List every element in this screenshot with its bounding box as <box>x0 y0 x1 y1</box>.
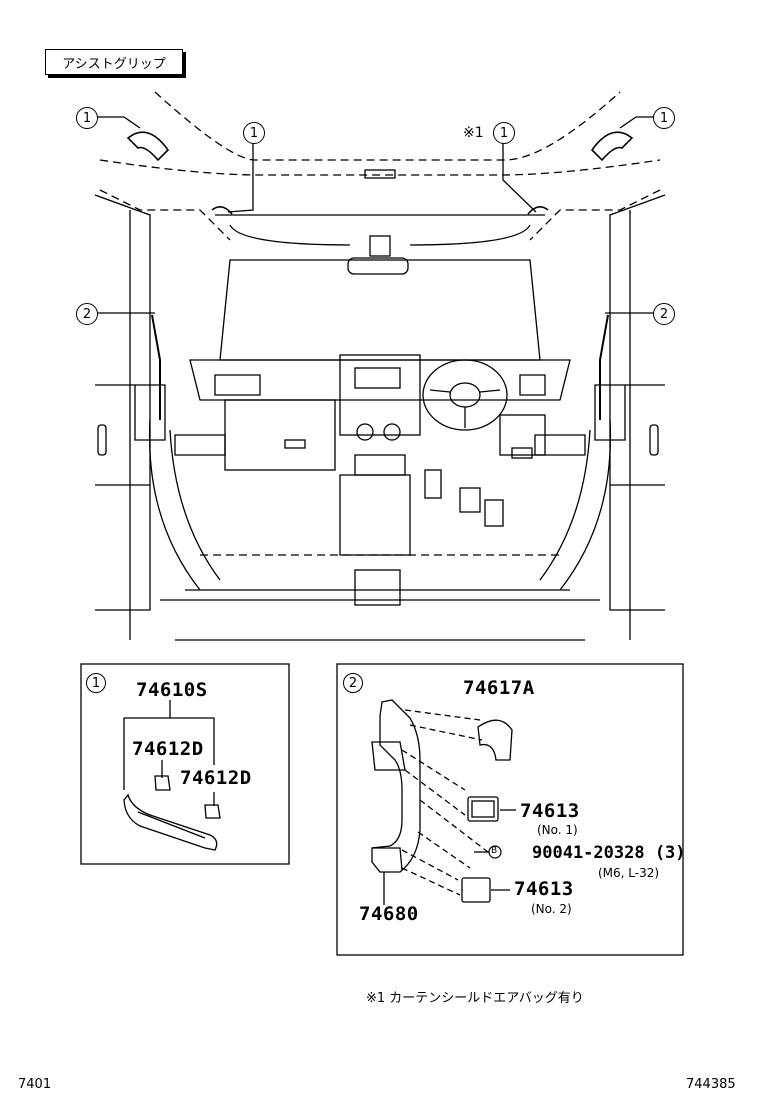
bolt-callout-circle <box>488 845 502 859</box>
callout-1-right-roof: 1 <box>653 107 675 129</box>
callout-1-left-pillar: 1 <box>243 122 265 144</box>
footer-right-code: 744385 <box>686 1077 736 1092</box>
part-74612D-upper: 74612D <box>132 738 204 760</box>
part-74613-no2-sub: (No. 2) <box>531 902 572 916</box>
part-90041-20328: 90041-20328 (3) <box>532 843 686 863</box>
bolt-spec: (M6, L-32) <box>598 866 660 880</box>
detail-box-2-frame <box>336 663 684 956</box>
part-74613-no1-sub: (No. 1) <box>537 823 578 837</box>
box1-label: 1 <box>86 673 106 693</box>
callout-1-left-roof: 1 <box>76 107 98 129</box>
callout-2-right: 2 <box>653 303 675 325</box>
detail-box-1-frame <box>80 663 290 865</box>
box2-label: 2 <box>343 673 363 693</box>
part-74613-no2: 74613 <box>514 878 574 900</box>
part-74613-no1: 74613 <box>520 800 580 822</box>
callout-1-right-pillar: 1 <box>493 122 515 144</box>
part-74612D-lower: 74612D <box>180 767 252 789</box>
part-74680: 74680 <box>359 903 419 925</box>
diagram-title: アシストグリップ <box>45 49 183 75</box>
note-mark: ※1 <box>463 125 484 141</box>
part-74610S: 74610S <box>136 679 208 701</box>
bolt-mark: B <box>491 846 498 856</box>
part-74617A: 74617A <box>463 677 535 699</box>
footnote: ※1 カーテンシールドエアバッグ有り <box>366 991 584 1006</box>
footer-left-code: 7401 <box>18 1077 52 1092</box>
callout-2-left: 2 <box>76 303 98 325</box>
